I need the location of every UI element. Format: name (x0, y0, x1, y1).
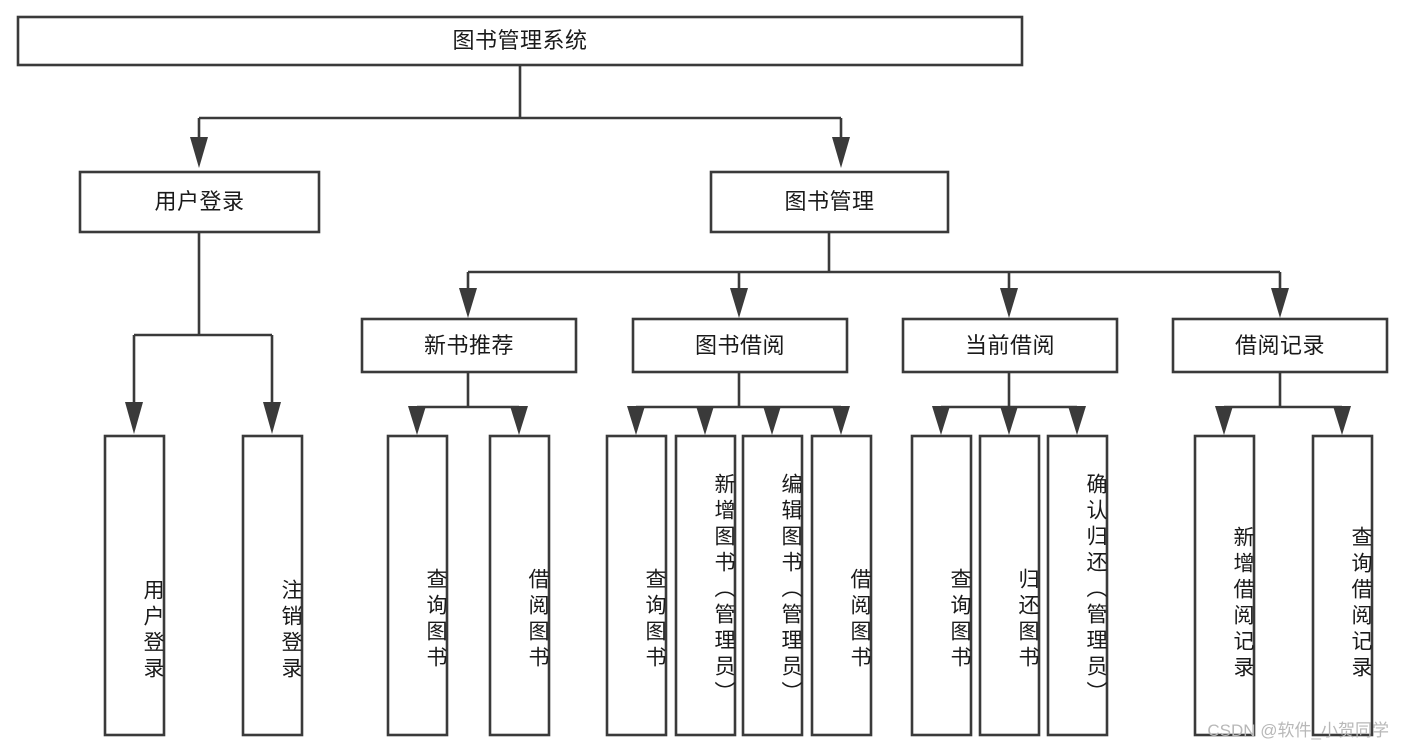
node-box-leaf-nb-query-book[interactable] (386, 434, 449, 737)
node-box-borrow-record[interactable] (1171, 317, 1389, 374)
node-box-book-management[interactable] (709, 170, 950, 234)
arrowhead-nb-leaf-1 (408, 406, 426, 435)
node-box-leaf-cb-query-book[interactable] (910, 434, 973, 737)
arrowhead-bb-leaf-4 (832, 406, 850, 435)
node-box-leaf-bb-borrow-book[interactable] (810, 434, 873, 737)
node-box-leaf-br-add-record[interactable] (1193, 434, 1256, 737)
node-box-current-borrow[interactable] (901, 317, 1119, 374)
arrowhead-current-borrow (1000, 288, 1018, 318)
node-box-user-login[interactable] (78, 170, 321, 234)
arrowhead-br-leaf-2 (1333, 406, 1351, 435)
node-box-leaf-nb-borrow-book[interactable] (488, 434, 551, 737)
arrowhead-br-leaf-1 (1215, 406, 1233, 435)
arrowhead-leaf-user-login (125, 402, 143, 434)
arrowhead-bb-leaf-1 (627, 406, 645, 435)
arrowhead-book-borrow (730, 288, 748, 318)
arrowhead-user-login (190, 137, 208, 168)
arrowhead-cb-leaf-1 (932, 406, 950, 435)
node-box-root[interactable] (16, 15, 1024, 67)
node-box-leaf-bb-query-book[interactable] (605, 434, 668, 737)
node-box-leaf-bb-edit-book[interactable] (741, 434, 804, 737)
arrowhead-borrow-record (1271, 288, 1289, 318)
node-box-leaf-logout[interactable] (241, 434, 304, 737)
node-box-leaf-bb-add-book[interactable] (674, 434, 737, 737)
arrowhead-new-book (459, 288, 477, 318)
node-box-leaf-user-login[interactable] (103, 434, 166, 737)
node-box-leaf-br-query-record[interactable] (1311, 434, 1374, 737)
node-box-leaf-cb-return-book[interactable] (978, 434, 1041, 737)
arrowhead-nb-leaf-2 (510, 406, 528, 435)
arrowhead-cb-leaf-3 (1068, 406, 1086, 435)
arrowhead-book-mgmt (832, 137, 850, 168)
arrowhead-leaf-logout (263, 402, 281, 434)
node-box-new-book-recommend[interactable] (360, 317, 578, 374)
arrowhead-bb-leaf-2 (696, 406, 714, 435)
node-box-book-borrow[interactable] (631, 317, 849, 374)
node-box-leaf-cb-confirm-return[interactable] (1046, 434, 1109, 737)
arrowhead-bb-leaf-3 (763, 406, 781, 435)
arrowhead-cb-leaf-2 (1000, 406, 1018, 435)
